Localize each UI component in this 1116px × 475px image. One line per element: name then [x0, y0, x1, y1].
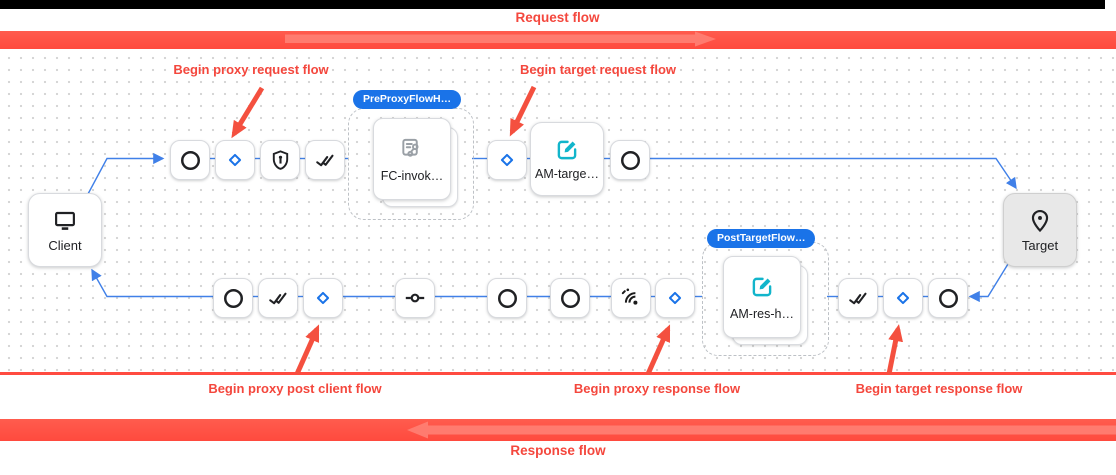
signal-icon: [621, 288, 638, 305]
step-response-circle-1[interactable]: [213, 278, 253, 318]
location-pin-icon: [1031, 209, 1049, 233]
pre-proxy-flow-hook-badge[interactable]: PreProxyFlowH…: [353, 90, 462, 109]
double-check-icon: [849, 292, 867, 305]
circle-step-icon: [180, 150, 200, 170]
circle-step-icon: [620, 150, 640, 170]
edit-icon: [557, 140, 577, 160]
shield-icon: [272, 149, 288, 170]
begin-target-response-flow-label: Begin target response flow: [855, 381, 1023, 396]
step-response-circle-2[interactable]: [487, 278, 527, 318]
request-flow-arrow: [285, 31, 716, 47]
step-request-circle-2[interactable]: [610, 140, 650, 180]
target-node[interactable]: Target: [1003, 193, 1077, 267]
flow-canvas: [0, 49, 1116, 375]
edit-icon: [752, 277, 772, 297]
condition-diamond-icon: [228, 153, 242, 167]
condition-diamond-icon: [316, 291, 330, 305]
am-res-label: AM-res-h…: [730, 306, 794, 321]
client-node[interactable]: Client: [28, 193, 102, 267]
circle-step-icon: [223, 288, 243, 308]
step-begin-proxy-response-diamond[interactable]: [655, 278, 695, 318]
pre-proxy-flow-hook-group: [348, 108, 474, 220]
condition-diamond-icon: [500, 153, 514, 167]
circle-step-icon: [497, 288, 517, 308]
step-signal[interactable]: [611, 278, 651, 318]
post-target-flow-hook-badge[interactable]: PostTargetFlow…: [707, 229, 816, 248]
step-commit[interactable]: [395, 278, 435, 318]
step-begin-proxy-post-client-diamond[interactable]: [303, 278, 343, 318]
step-security-shield[interactable]: [260, 140, 300, 180]
client-label: Client: [48, 238, 82, 253]
flow-callout-icon: [402, 138, 419, 157]
begin-proxy-request-flow-label: Begin proxy request flow: [173, 62, 329, 77]
condition-diamond-icon: [668, 291, 682, 305]
step-double-check-2[interactable]: [258, 278, 298, 318]
response-flow-arrow: [407, 421, 1116, 439]
am-target-label: AM-targe…: [535, 167, 599, 182]
step-response-circle-3[interactable]: [550, 278, 590, 318]
circle-step-icon: [938, 288, 958, 308]
step-begin-proxy-request-diamond[interactable]: [215, 140, 255, 180]
step-response-circle-4[interactable]: [928, 278, 968, 318]
monitor-icon: [55, 211, 75, 230]
step-begin-target-response-diamond[interactable]: [883, 278, 923, 318]
double-check-icon: [316, 154, 334, 167]
step-double-check-1[interactable]: [305, 140, 345, 180]
step-request-circle-1[interactable]: [170, 140, 210, 180]
request-flow-label: Request flow: [515, 10, 600, 25]
am-res-policy-node[interactable]: AM-res-h…: [723, 256, 801, 338]
step-double-check-3[interactable]: [838, 278, 878, 318]
am-target-policy-node[interactable]: AM-targe…: [530, 122, 604, 196]
fc-invoke-label: FC-invok…: [380, 168, 444, 183]
request-flow-bar: [0, 31, 1116, 49]
commit-icon: [405, 293, 425, 303]
double-check-icon: [269, 292, 287, 305]
response-flow-label: Response flow: [510, 443, 606, 458]
target-label: Target: [1021, 238, 1059, 253]
circle-step-icon: [560, 288, 580, 308]
fc-invoke-policy-node[interactable]: FC-invok…: [373, 118, 451, 200]
begin-proxy-response-flow-label: Begin proxy response flow: [573, 381, 741, 396]
step-begin-target-request-diamond[interactable]: [487, 140, 527, 180]
begin-proxy-post-client-flow-label: Begin proxy post client flow: [208, 381, 382, 396]
condition-diamond-icon: [896, 291, 910, 305]
begin-target-request-flow-label: Begin target request flow: [519, 62, 677, 77]
response-flow-bar: [0, 419, 1116, 441]
top-border-bar: [0, 0, 1105, 9]
